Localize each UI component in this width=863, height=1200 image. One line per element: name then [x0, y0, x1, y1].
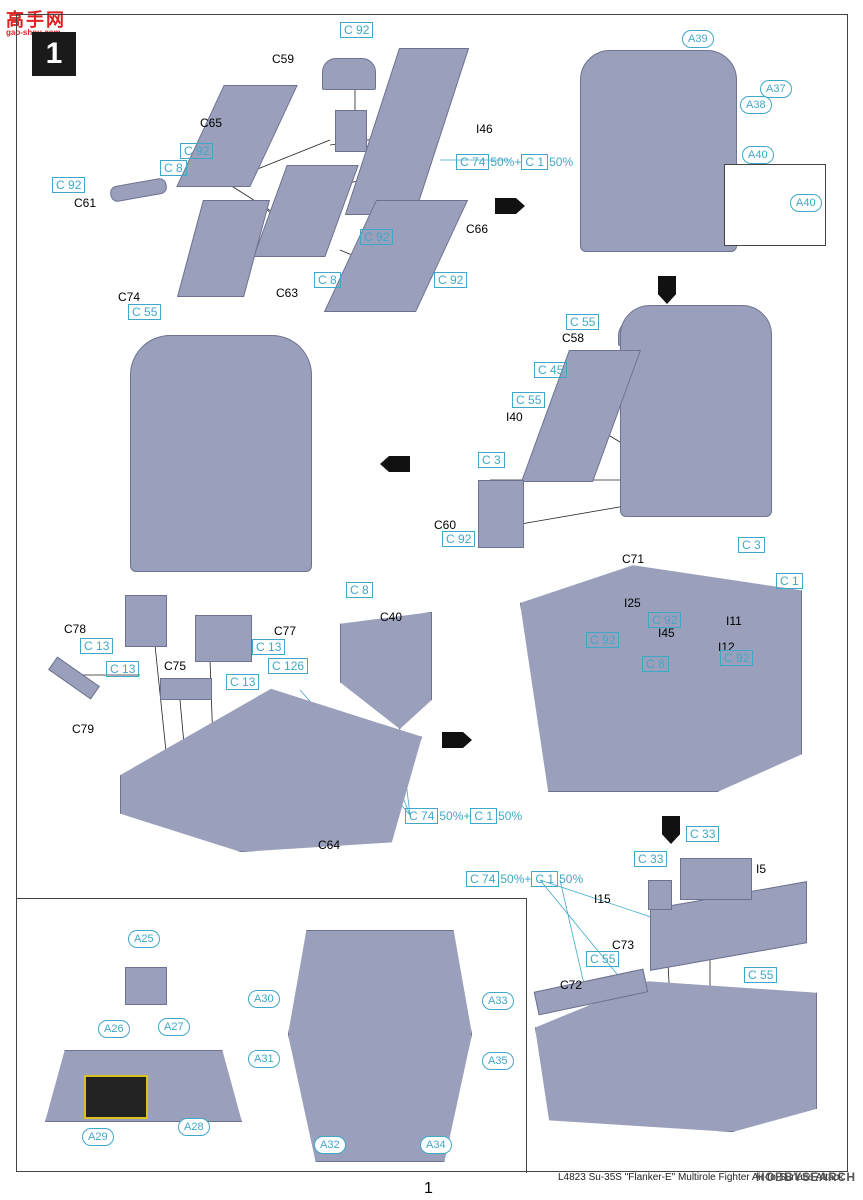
part-i5 [680, 858, 752, 900]
color-c8-c40: C 8 [346, 582, 374, 598]
decal-a27: A27 [158, 1018, 190, 1036]
page-number: 1 [424, 1180, 433, 1197]
color-c13-c75: C 13 [226, 674, 260, 690]
color-c13-c78: C 13 [80, 638, 114, 654]
color-c8-c66: C 8 [314, 272, 342, 288]
label-c63: C63 [276, 286, 299, 300]
label-i46: I46 [476, 122, 493, 136]
label-c71: C71 [622, 552, 645, 566]
part-c75 [160, 678, 212, 700]
color-c92-c61: C 92 [52, 177, 86, 193]
label-c65: C65 [200, 116, 223, 130]
color-c33-i15: C 33 [634, 851, 668, 867]
decal-a31: A31 [248, 1050, 280, 1068]
decal-a40: A40 [742, 146, 774, 164]
label-c78: C78 [64, 622, 87, 636]
color-c1-c71: C 1 [776, 573, 804, 589]
decal-a25: A25 [128, 930, 160, 948]
label-c58: C58 [562, 331, 585, 345]
part-c59 [322, 58, 376, 90]
part-c60 [478, 480, 524, 548]
radar-display [84, 1075, 148, 1119]
part-c59-base [335, 110, 367, 152]
decal-a37: A37 [760, 80, 792, 98]
label-i40: I40 [506, 410, 523, 424]
label-c77: C77 [274, 624, 297, 638]
color-c92-top: C 92 [340, 22, 374, 38]
decal-a32: A32 [314, 1136, 346, 1154]
color-c55-right: C 55 [744, 967, 778, 983]
decal-a29: A29 [82, 1128, 114, 1146]
seat-assembly-mid [620, 305, 772, 517]
color-c13-c77: C 13 [252, 639, 286, 655]
label-c66: C66 [466, 222, 489, 236]
flow-arrow-right-2 [442, 732, 472, 748]
decal-a39: A39 [682, 30, 714, 48]
label-i45: I45 [658, 626, 675, 640]
color-c92-i12: C 92 [720, 650, 754, 666]
label-c79: C79 [72, 722, 95, 736]
page-frame [16, 14, 848, 1172]
label-i15: I15 [594, 892, 611, 906]
label-c75: C75 [164, 659, 187, 673]
color-c92-c66: C 92 [434, 272, 468, 288]
label-c73: C73 [612, 938, 635, 952]
color-c55-left: C 55 [586, 951, 620, 967]
decal-a30: A30 [248, 990, 280, 1008]
label-c64: C64 [318, 838, 341, 852]
color-c92-i25: C 92 [586, 632, 620, 648]
corner-watermark: HOBBYSEARCH [756, 1170, 856, 1184]
label-c60: C60 [434, 518, 457, 532]
flow-arrow-down-1 [658, 276, 676, 304]
label-i25: I25 [624, 596, 641, 610]
label-c61: C61 [74, 196, 97, 210]
color-c126: C 126 [268, 658, 309, 674]
seat-complete [130, 335, 312, 572]
part-i15 [648, 880, 672, 910]
part-c77 [195, 615, 252, 662]
color-c8-i45: C 8 [642, 656, 670, 672]
color-c92-c60: C 92 [442, 531, 476, 547]
label-c59: C59 [272, 52, 295, 66]
color-c92-i11: C 92 [648, 612, 682, 628]
flow-arrow-down-2 [662, 816, 680, 844]
decal-part-a25 [125, 967, 167, 1005]
decal-a38: A38 [740, 96, 772, 114]
color-c92-c63: C 92 [360, 229, 394, 245]
label-c74: C74 [118, 290, 141, 304]
watermark-logo-text: 高手网 [6, 10, 66, 31]
decal-a26: A26 [98, 1020, 130, 1038]
decal-a35: A35 [482, 1052, 514, 1070]
color-c45: C 45 [534, 362, 568, 378]
seat-assembled-top [580, 50, 737, 252]
label-i11: I11 [726, 614, 742, 628]
decal-a34: A34 [420, 1136, 452, 1154]
footer-product-line: L4823 Su-35S "Flanker-E" Multirole Fight… [558, 1172, 844, 1183]
color-c55-c58: C 55 [566, 314, 600, 330]
cockpit-tub-right [520, 565, 802, 792]
side-consoles-decal [288, 930, 472, 1162]
color-c55-i40: C 55 [512, 392, 546, 408]
part-c78 [125, 595, 167, 647]
label-c40: C40 [380, 610, 403, 624]
label-c72: C72 [560, 978, 583, 992]
color-c55-c74: C 55 [128, 304, 162, 320]
decal-a28: A28 [178, 1118, 210, 1136]
color-c8-c65: C 8 [160, 160, 188, 176]
color-c13-c79: C 13 [106, 661, 140, 677]
color-c3-c60: C 3 [478, 452, 506, 468]
step-number: 1 [32, 32, 76, 76]
flow-arrow-right-1 [495, 198, 525, 214]
label-i5: I5 [756, 862, 767, 876]
color-c3-c71: C 3 [738, 537, 766, 553]
decal-a40-detail: A40 [790, 194, 822, 212]
color-c92-c65: C 92 [180, 143, 214, 159]
flow-arrow-left [380, 456, 410, 472]
decal-a33: A33 [482, 992, 514, 1010]
color-c33-i5: C 33 [686, 826, 720, 842]
decal-panel-box [16, 898, 527, 1173]
